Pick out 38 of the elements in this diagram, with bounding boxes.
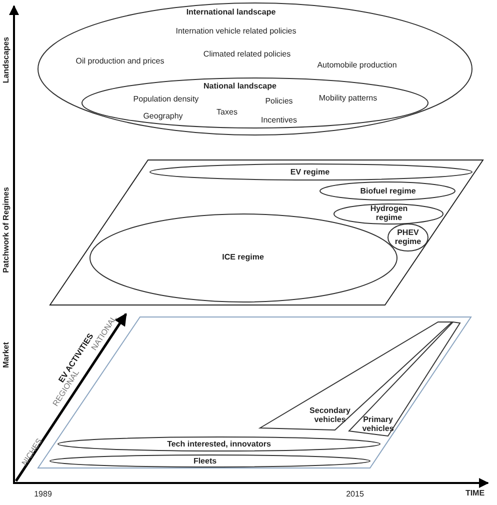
regime-plane <box>50 160 483 306</box>
factor-label: Population density <box>132 94 200 104</box>
axis-label: Patchwork of Regimes <box>2 187 10 273</box>
factor-label: Mobility patterns <box>318 93 378 103</box>
factor-label: Oil production and prices <box>74 56 166 66</box>
axis-label: Landscapes <box>2 36 10 84</box>
landscape-ellipse <box>38 3 472 135</box>
regime-ellipse <box>388 224 428 251</box>
regime-ellipse <box>150 164 472 180</box>
node-label: Hydrogen regime <box>369 204 409 222</box>
node-label: Fleets <box>192 456 218 466</box>
factor-label: Automobile production <box>316 60 398 70</box>
vehicle-wedge <box>260 322 452 430</box>
landscape-heading: International landscape <box>185 7 277 17</box>
node-label: Primary vehicles <box>361 414 395 434</box>
regime-ellipse <box>320 182 455 200</box>
landscape-heading: National landscape <box>202 81 278 91</box>
regime-ellipse <box>334 204 443 224</box>
vehicle-wedge <box>349 322 460 436</box>
factor-label: Climated related policies <box>202 49 292 59</box>
factor-label: Taxes <box>216 107 238 117</box>
segment-ellipse <box>50 455 370 467</box>
landscape-ellipse <box>82 78 428 128</box>
factor-label: Policies <box>264 96 294 106</box>
node-label: Secondary vehicles <box>308 406 352 424</box>
year-label: 1989 <box>34 490 52 498</box>
node-label: PHEV regime <box>394 228 422 246</box>
node-label: ICE regime <box>221 252 265 262</box>
year-label: 2015 <box>346 490 364 498</box>
factor-label: Geography <box>142 111 184 121</box>
axis-label: TIME <box>465 488 485 498</box>
node-label: Tech interested, innovators <box>166 439 272 449</box>
segment-ellipse <box>58 437 380 451</box>
node-label: EV regime <box>289 167 331 177</box>
factor-label: Incentives <box>260 115 298 125</box>
axis-label: Market <box>2 342 10 368</box>
factor-label: Internation vehicle related policies <box>174 26 298 36</box>
node-label: Biofuel regime <box>359 186 417 196</box>
